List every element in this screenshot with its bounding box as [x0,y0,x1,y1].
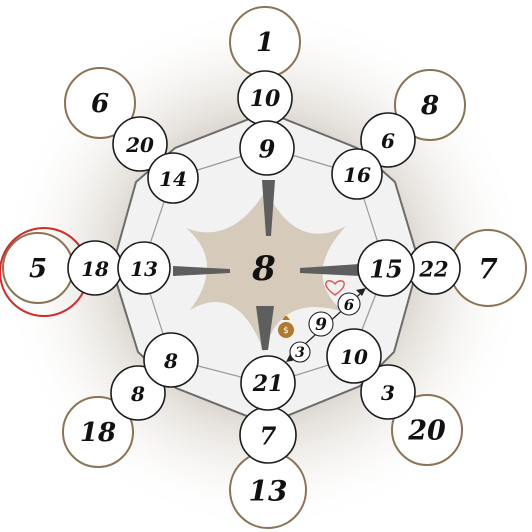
node-label: 16 [343,163,371,187]
node-label: 15 [369,255,402,284]
node-circle [239,120,295,176]
node-label: 6 [381,129,395,153]
node-circle [117,241,171,295]
node-upper-left-inner[interactable]: 14 [147,152,199,204]
node-label: 8 [130,382,145,406]
node-left-inner[interactable]: 13 [117,241,171,295]
center-room-wedge [262,180,275,236]
node-circle [240,355,296,411]
center-room-wedge [256,306,274,350]
money-bag-icon: $ [278,316,294,338]
node-lower-right-mid[interactable]: 3 [360,364,416,420]
node-label: 7 [260,422,277,451]
node-lower-left-inner[interactable]: 8 [143,332,199,388]
path-step-circle [337,292,361,316]
node-circle [147,152,199,204]
node-label: 9 [259,135,276,164]
money-bag-symbol: $ [283,326,289,336]
node-top-outer[interactable]: 1 [229,6,301,78]
node-label: 14 [159,167,187,191]
node-label: 20 [125,133,154,157]
node-circle [357,239,415,297]
money-bag-body [278,322,294,338]
path-step-label: 3 [295,345,305,361]
money-bag-neck [282,316,290,320]
center-room [173,180,360,352]
node-label: 8 [420,91,439,121]
center-room-label: 8 [251,249,276,289]
node-label: 7 [478,253,498,286]
node-lower-left-outer[interactable]: 18 [62,396,134,468]
path-step-label: 6 [344,296,355,314]
node-label: 5 [29,254,47,284]
path-step-label: 9 [315,315,327,335]
node-label: 3 [381,381,395,405]
heart-icon [325,280,345,296]
node-upper-right-outer[interactable]: 8 [394,69,466,141]
path-step-3: 3 [289,341,311,363]
node-bottom-mid[interactable]: 7 [239,406,297,464]
node-right-outer[interactable]: 7 [449,229,527,307]
center-room-wedge [300,264,360,276]
node-label: 13 [130,257,158,281]
node-label: 1 [256,28,274,58]
node-label: 8 [163,349,178,373]
node-label: 18 [80,418,116,448]
node-circle [360,364,416,420]
path-arrowhead-end [356,288,366,296]
path-step-1: 6 [337,292,361,316]
node-circle [360,112,416,168]
node-label: 6 [91,89,109,119]
node-lower-right-inner[interactable]: 10 [326,328,382,384]
path-step-circle [308,311,334,337]
node-circle [64,67,136,139]
node-left-mid[interactable]: 18 [67,240,123,296]
node-label: 10 [250,86,281,112]
node-top-mid[interactable]: 10 [237,70,293,126]
node-circle [391,394,463,466]
path-step-circle [289,341,311,363]
path-step-2: 9 [308,311,334,337]
node-lower-right-outer[interactable]: 20 [391,394,463,466]
node-upper-left-outer[interactable]: 6 [64,67,136,139]
center-room-floor [186,190,346,352]
node-right-inner[interactable]: 15 [357,239,415,297]
node-label: 21 [252,371,284,397]
node-label: 13 [249,475,288,508]
node-upper-right-mid[interactable]: 6 [360,112,416,168]
node-circle [62,396,134,468]
node-label: 10 [340,345,368,369]
node-label: 20 [407,416,446,447]
node-upper-left-mid[interactable]: 20 [112,116,168,172]
center-room-wedge [173,266,230,276]
node-right-mid[interactable]: 22 [407,241,461,295]
node-upper-right-inner[interactable]: 16 [331,148,383,200]
node-circle [394,69,466,141]
node-bottom-inner[interactable]: 21 [240,355,296,411]
node-circle [112,116,168,172]
node-label: 18 [81,257,109,281]
node-circle [326,328,382,384]
node-bottom-outer[interactable]: 13 [229,451,307,529]
path-layer: 693 $ [278,280,366,363]
node-top-inner[interactable]: 9 [239,120,295,176]
node-circle [331,148,383,200]
node-circle [143,332,199,388]
node-label: 22 [418,257,448,282]
